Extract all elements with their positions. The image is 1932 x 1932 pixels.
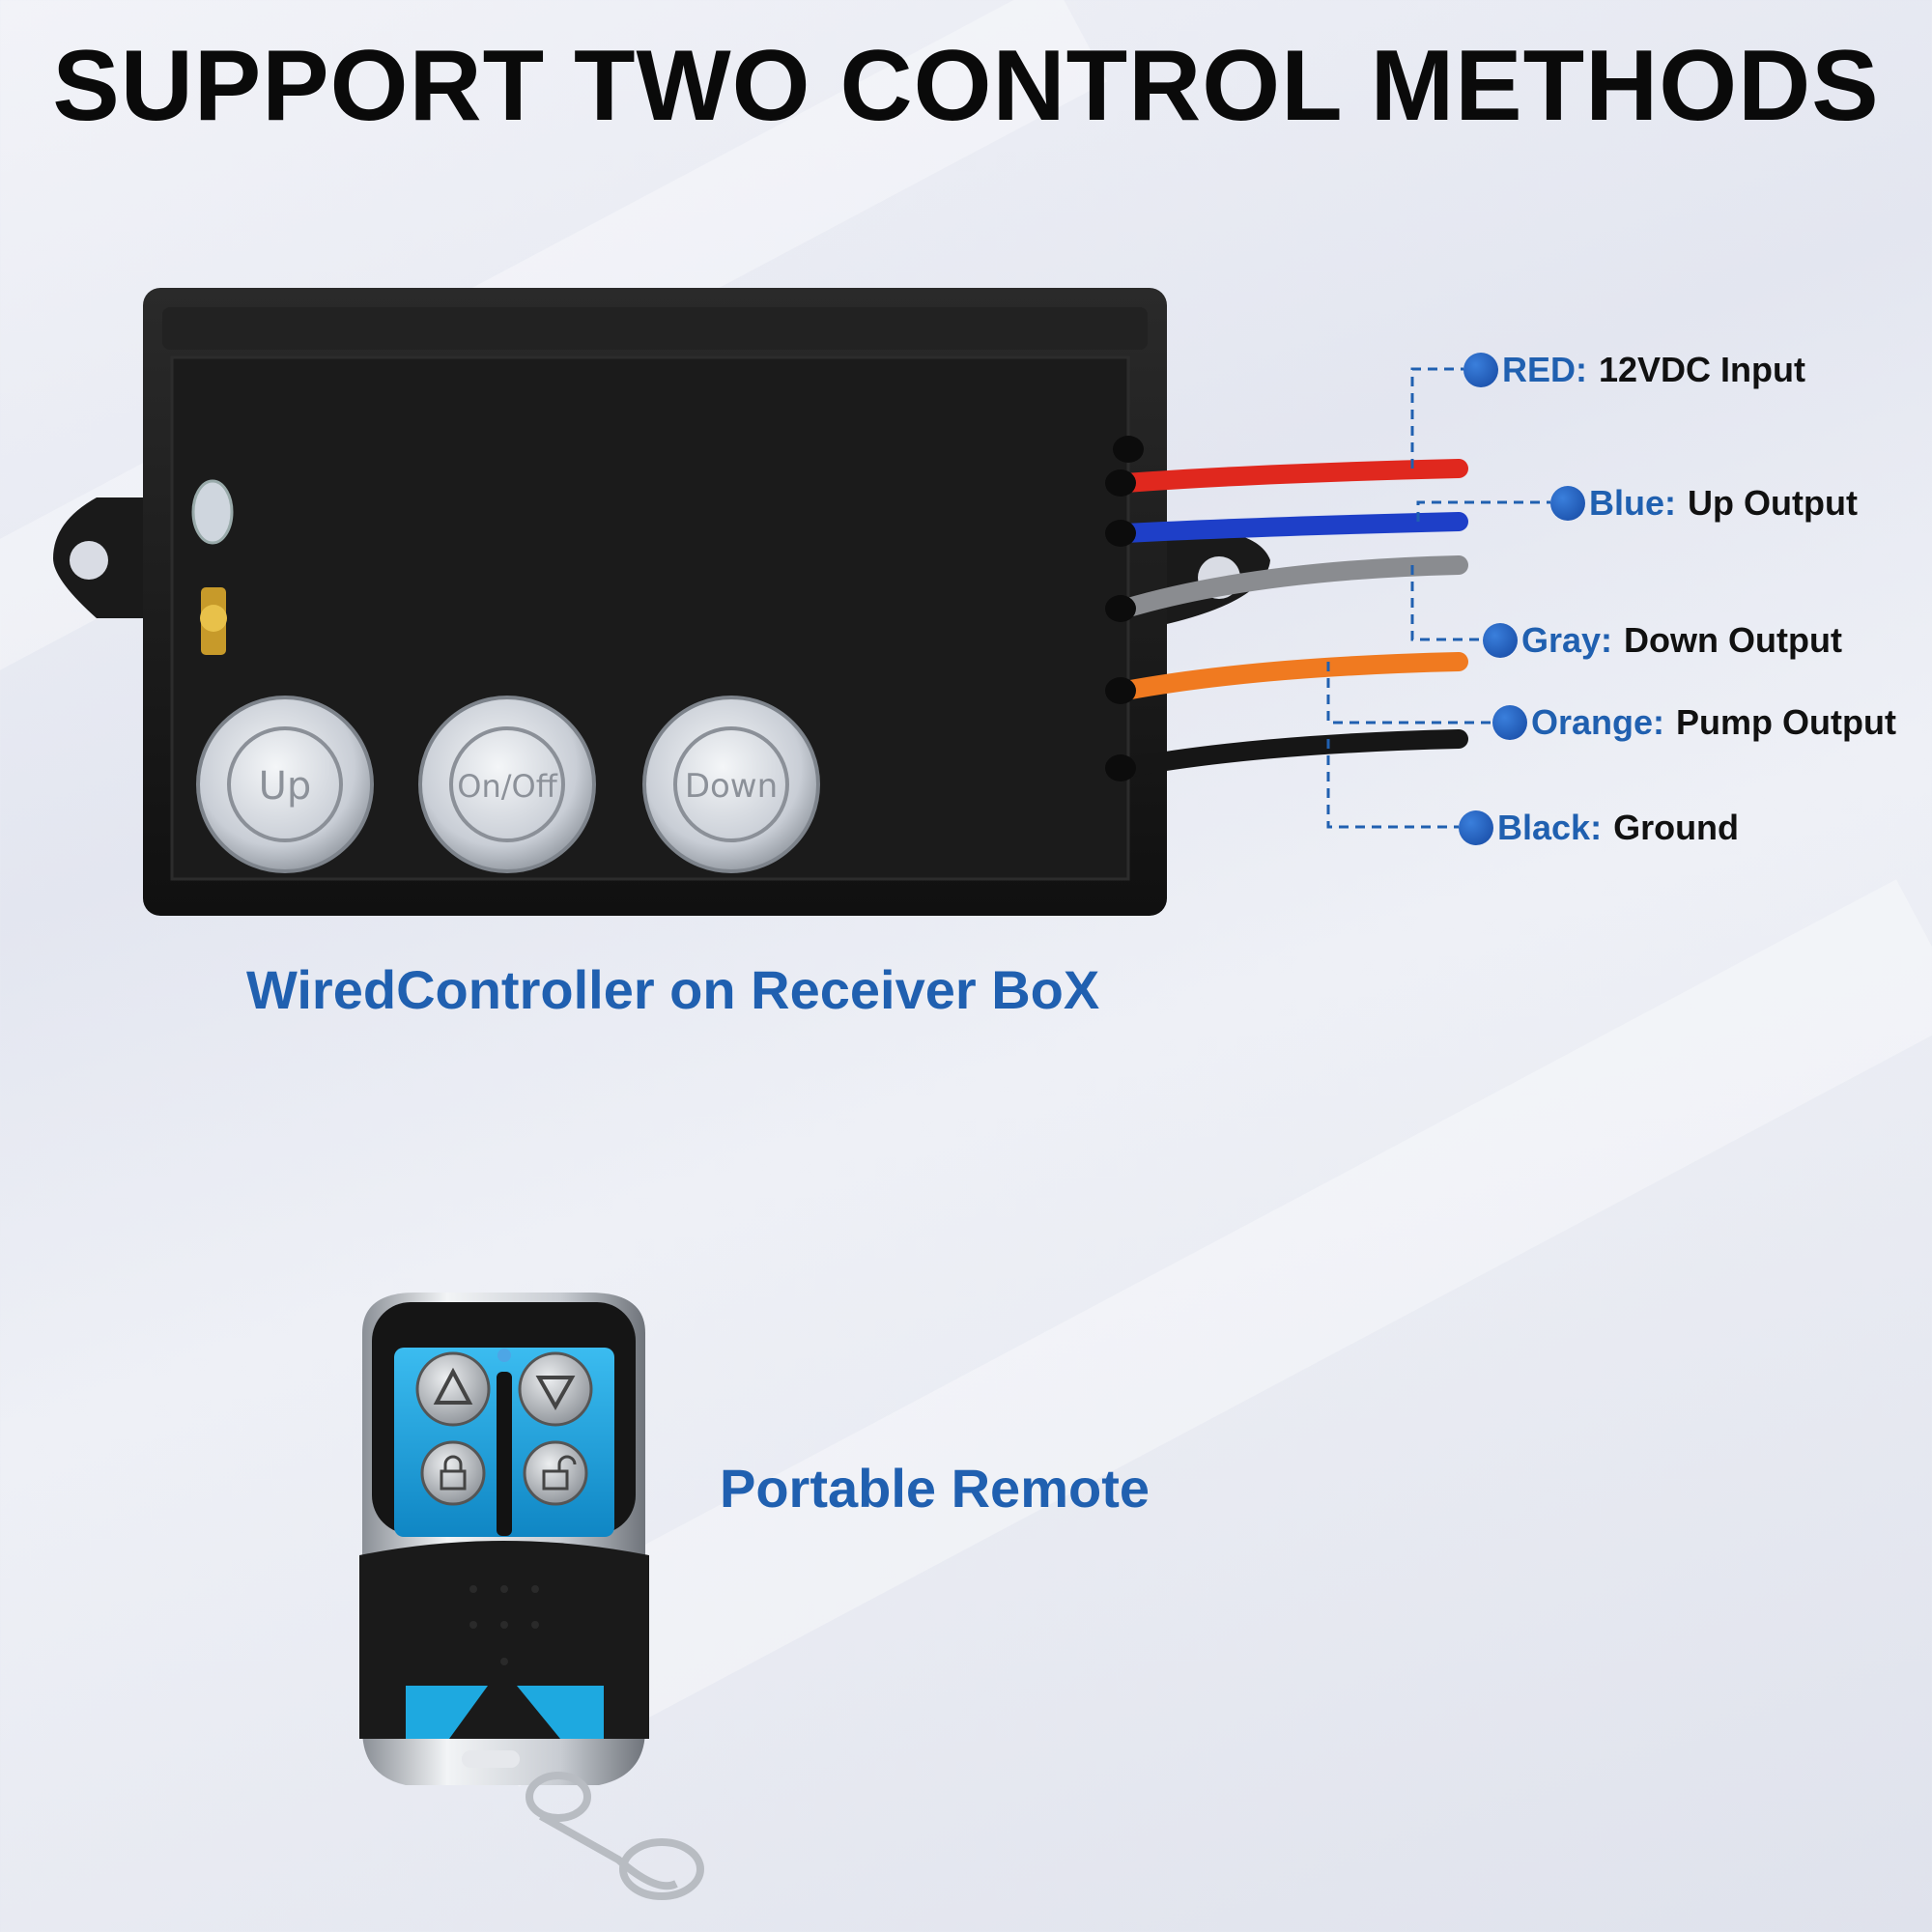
bullet-icon	[1550, 486, 1585, 521]
keychain-clip-icon	[526, 1772, 704, 1900]
wire-label-orange: Orange: Pump Output	[1492, 702, 1896, 743]
up-triangle-icon	[433, 1367, 473, 1405]
wire-grommet	[1105, 754, 1136, 781]
leader-line	[1410, 367, 1463, 469]
bullet-icon	[1463, 353, 1498, 387]
wire-grommet	[1105, 520, 1136, 547]
remote-switch	[462, 1750, 520, 1768]
wire-color-name: Black:	[1497, 808, 1603, 847]
remote-up-button	[415, 1351, 491, 1427]
box-button-up-label: Up	[259, 764, 312, 809]
wire-description: Ground	[1613, 808, 1740, 847]
box-button-onoff: On/Off	[418, 696, 596, 873]
wire-color-name: Orange:	[1531, 702, 1665, 742]
leader-line	[1416, 500, 1550, 522]
wire-description: Down Output	[1624, 620, 1842, 660]
wire-black	[1116, 729, 1468, 778]
wire-group	[1105, 459, 1468, 781]
wire-color-name: RED:	[1502, 350, 1587, 389]
wire-grommet	[1105, 677, 1136, 704]
wire-description: Up Output	[1688, 483, 1858, 523]
wire-grommet	[1105, 595, 1136, 622]
remote-unlock-button	[523, 1440, 588, 1506]
leader-line	[1326, 662, 1492, 724]
page-title: SUPPORT TWO CONTROL METHODS	[52, 30, 1880, 142]
bullet-icon	[1459, 810, 1493, 845]
wire-orange	[1116, 652, 1468, 700]
remote-led-icon	[497, 1349, 511, 1362]
portable-remote-caption: Portable Remote	[720, 1458, 1150, 1519]
box-button-onoff-label: On/Off	[457, 768, 557, 805]
leader-lines	[1326, 367, 1550, 829]
box-button-down-label: Down	[685, 767, 778, 806]
led-indicator-icon	[191, 479, 234, 545]
box-button-down: Down	[642, 696, 820, 873]
wire-blue	[1116, 512, 1468, 543]
wire-label-red: RED: 12VDC Input	[1463, 350, 1805, 390]
box-button-up: Up	[196, 696, 374, 873]
bullet-icon	[1483, 623, 1518, 658]
wire-gray	[1116, 555, 1468, 618]
wired-controller-caption: WiredController on Receiver BoX	[246, 959, 1100, 1020]
lock-icon	[440, 1469, 467, 1491]
wire-label-gray: Gray: Down Output	[1483, 620, 1842, 661]
portable-remote	[359, 1293, 704, 1900]
unlock-icon	[542, 1469, 569, 1491]
wire-description: Pump Output	[1676, 702, 1896, 742]
wire-color-name: Gray:	[1521, 620, 1613, 660]
wire-label-black: Black: Ground	[1459, 808, 1739, 848]
wire-color-name: Blue:	[1589, 483, 1676, 523]
wire-label-blue: Blue: Up Output	[1550, 483, 1858, 524]
wire-description: 12VDC Input	[1599, 350, 1806, 389]
wire-grommet	[1105, 469, 1136, 497]
leader-line	[1326, 739, 1459, 829]
receiver-box: Up On/Off Down	[53, 288, 1270, 916]
leader-line	[1410, 565, 1483, 641]
down-triangle-icon	[535, 1376, 576, 1411]
bullet-icon	[1492, 705, 1527, 740]
wire-red	[1116, 459, 1468, 493]
remote-down-button	[518, 1351, 593, 1427]
remote-lock-button	[420, 1440, 486, 1506]
